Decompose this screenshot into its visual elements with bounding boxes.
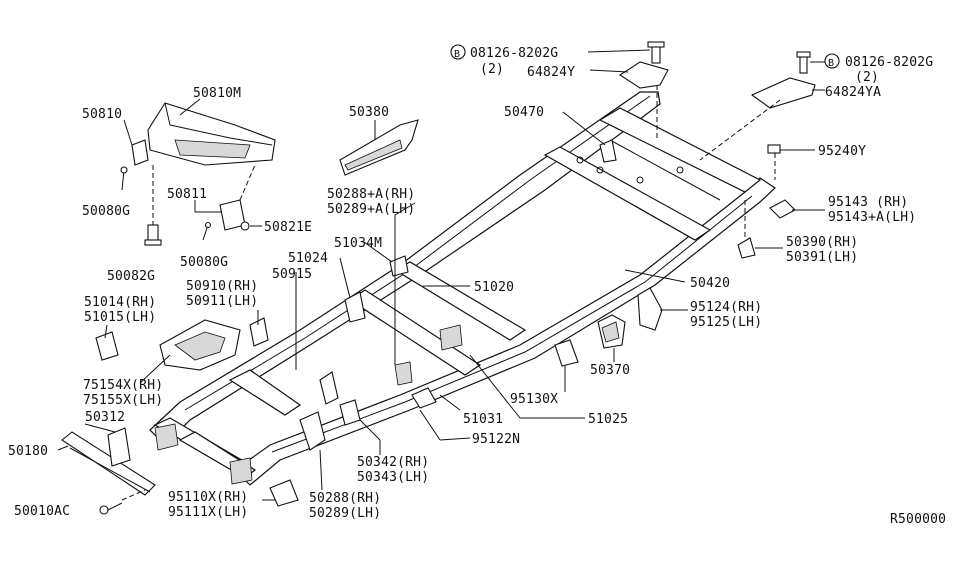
label-50082G: 50082G — [107, 269, 155, 284]
label-95125: 95125(LH) — [690, 315, 762, 330]
label-50391: 50391(LH) — [786, 250, 858, 265]
shield-75154X — [159, 319, 241, 371]
label-08126-top: 08126-8202G — [470, 46, 558, 61]
label-51025: 51025 — [588, 412, 628, 427]
svg-text:B: B — [828, 58, 834, 69]
rear-crossmember — [543, 107, 762, 241]
label-95143: 95143 (RH) — [828, 195, 908, 210]
bracket-51024 — [344, 291, 366, 323]
label-50080G-b: 50080G — [180, 255, 228, 270]
label-50420: 50420 — [690, 276, 730, 291]
label-50289A: 50289+A(LH) — [327, 202, 415, 217]
label-95111X: 95111X(LH) — [168, 505, 248, 520]
label-50342: 50342(RH) — [357, 455, 429, 470]
bumper-50370 — [597, 314, 626, 349]
label-50911: 50911(LH) — [186, 294, 258, 309]
label-75154X: 75154X(RH) — [83, 378, 163, 393]
part-labels: 08126-8202G (2) 64824Y 08126-8202G (2) 6… — [8, 46, 946, 527]
bracket-50288 — [299, 411, 326, 451]
label-51024: 51024 — [288, 251, 328, 266]
label-50080G-a: 50080G — [82, 204, 130, 219]
label-95130X: 95130X — [510, 392, 558, 407]
bolt-marker-right: B — [824, 53, 840, 69]
label-50810: 50810 — [82, 107, 122, 122]
label-qty-top: (2) — [480, 62, 504, 77]
label-50915: 50915 — [272, 267, 312, 282]
label-51020: 51020 — [474, 280, 514, 295]
label-50180: 50180 — [8, 444, 48, 459]
mount-95122N — [411, 387, 437, 409]
bracket-50312 — [107, 427, 131, 467]
label-50470: 50470 — [504, 105, 544, 120]
mount-95240Y — [767, 144, 781, 180]
label-50910: 50910(RH) — [186, 279, 258, 294]
label-ref-code: R500000 — [890, 512, 946, 527]
mount-95130X — [554, 339, 579, 367]
label-95143A: 95143+A(LH) — [828, 210, 916, 225]
bracket-64824YA — [699, 51, 816, 161]
bracket-51014 — [95, 331, 119, 361]
label-50380: 50380 — [349, 105, 389, 120]
bracket-50810 — [131, 139, 149, 166]
front-crossmember — [153, 369, 302, 485]
label-50811: 50811 — [167, 187, 207, 202]
mid-crossmember — [348, 261, 527, 386]
bracket-50390 — [737, 200, 756, 259]
mount-95110X — [269, 479, 299, 507]
label-75155X: 75155X(LH) — [83, 393, 163, 408]
bracket-64824Y — [618, 41, 669, 140]
label-95122N: 95122N — [472, 432, 520, 447]
mount-95124 — [637, 287, 663, 331]
bracket-50811 — [219, 164, 256, 231]
skid-plate-50810M — [147, 102, 276, 166]
label-95110X: 95110X(RH) — [168, 490, 248, 505]
label-08126-right: 08126-8202G — [845, 55, 933, 70]
label-qty-right: (2) — [855, 70, 879, 85]
bracket-50342 — [319, 371, 361, 426]
label-51015: 51015(LH) — [84, 310, 156, 325]
label-50289: 50289(LH) — [309, 506, 381, 521]
label-64824Y: 64824Y — [527, 65, 575, 80]
label-51034M: 51034M — [334, 236, 382, 251]
bolt-50082G — [144, 224, 162, 246]
svg-text:B: B — [454, 49, 460, 60]
label-50821E: 50821E — [264, 220, 312, 235]
bolt-50080G-a — [120, 166, 128, 191]
label-95124: 95124(RH) — [690, 300, 762, 315]
bar-50180 — [61, 431, 156, 496]
label-50288A: 50288+A(RH) — [327, 187, 415, 202]
label-51014: 51014(RH) — [84, 295, 156, 310]
bracket-51034M — [389, 255, 409, 277]
bracket-50910 — [249, 317, 269, 347]
label-50312: 50312 — [85, 410, 125, 425]
frame-rail-right — [234, 177, 776, 486]
label-50343: 50343(LH) — [357, 470, 429, 485]
label-50390: 50390(RH) — [786, 235, 858, 250]
label-50370: 50370 — [590, 363, 630, 378]
bolt-marker-top: B — [450, 44, 466, 60]
bracket-50470 — [599, 139, 617, 163]
label-50810M: 50810M — [193, 86, 241, 101]
label-64824YA: 64824YA — [825, 85, 881, 100]
label-95240Y: 95240Y — [818, 144, 866, 159]
bolt-50010AC — [99, 489, 146, 515]
label-50288: 50288(RH) — [309, 491, 381, 506]
label-50010AC: 50010AC — [14, 504, 70, 519]
bracket-50380 — [339, 119, 419, 176]
mount-95143 — [769, 199, 796, 219]
label-51031: 51031 — [463, 412, 503, 427]
bolt-50080G-b — [202, 221, 212, 241]
leader-lines — [57, 49, 825, 501]
